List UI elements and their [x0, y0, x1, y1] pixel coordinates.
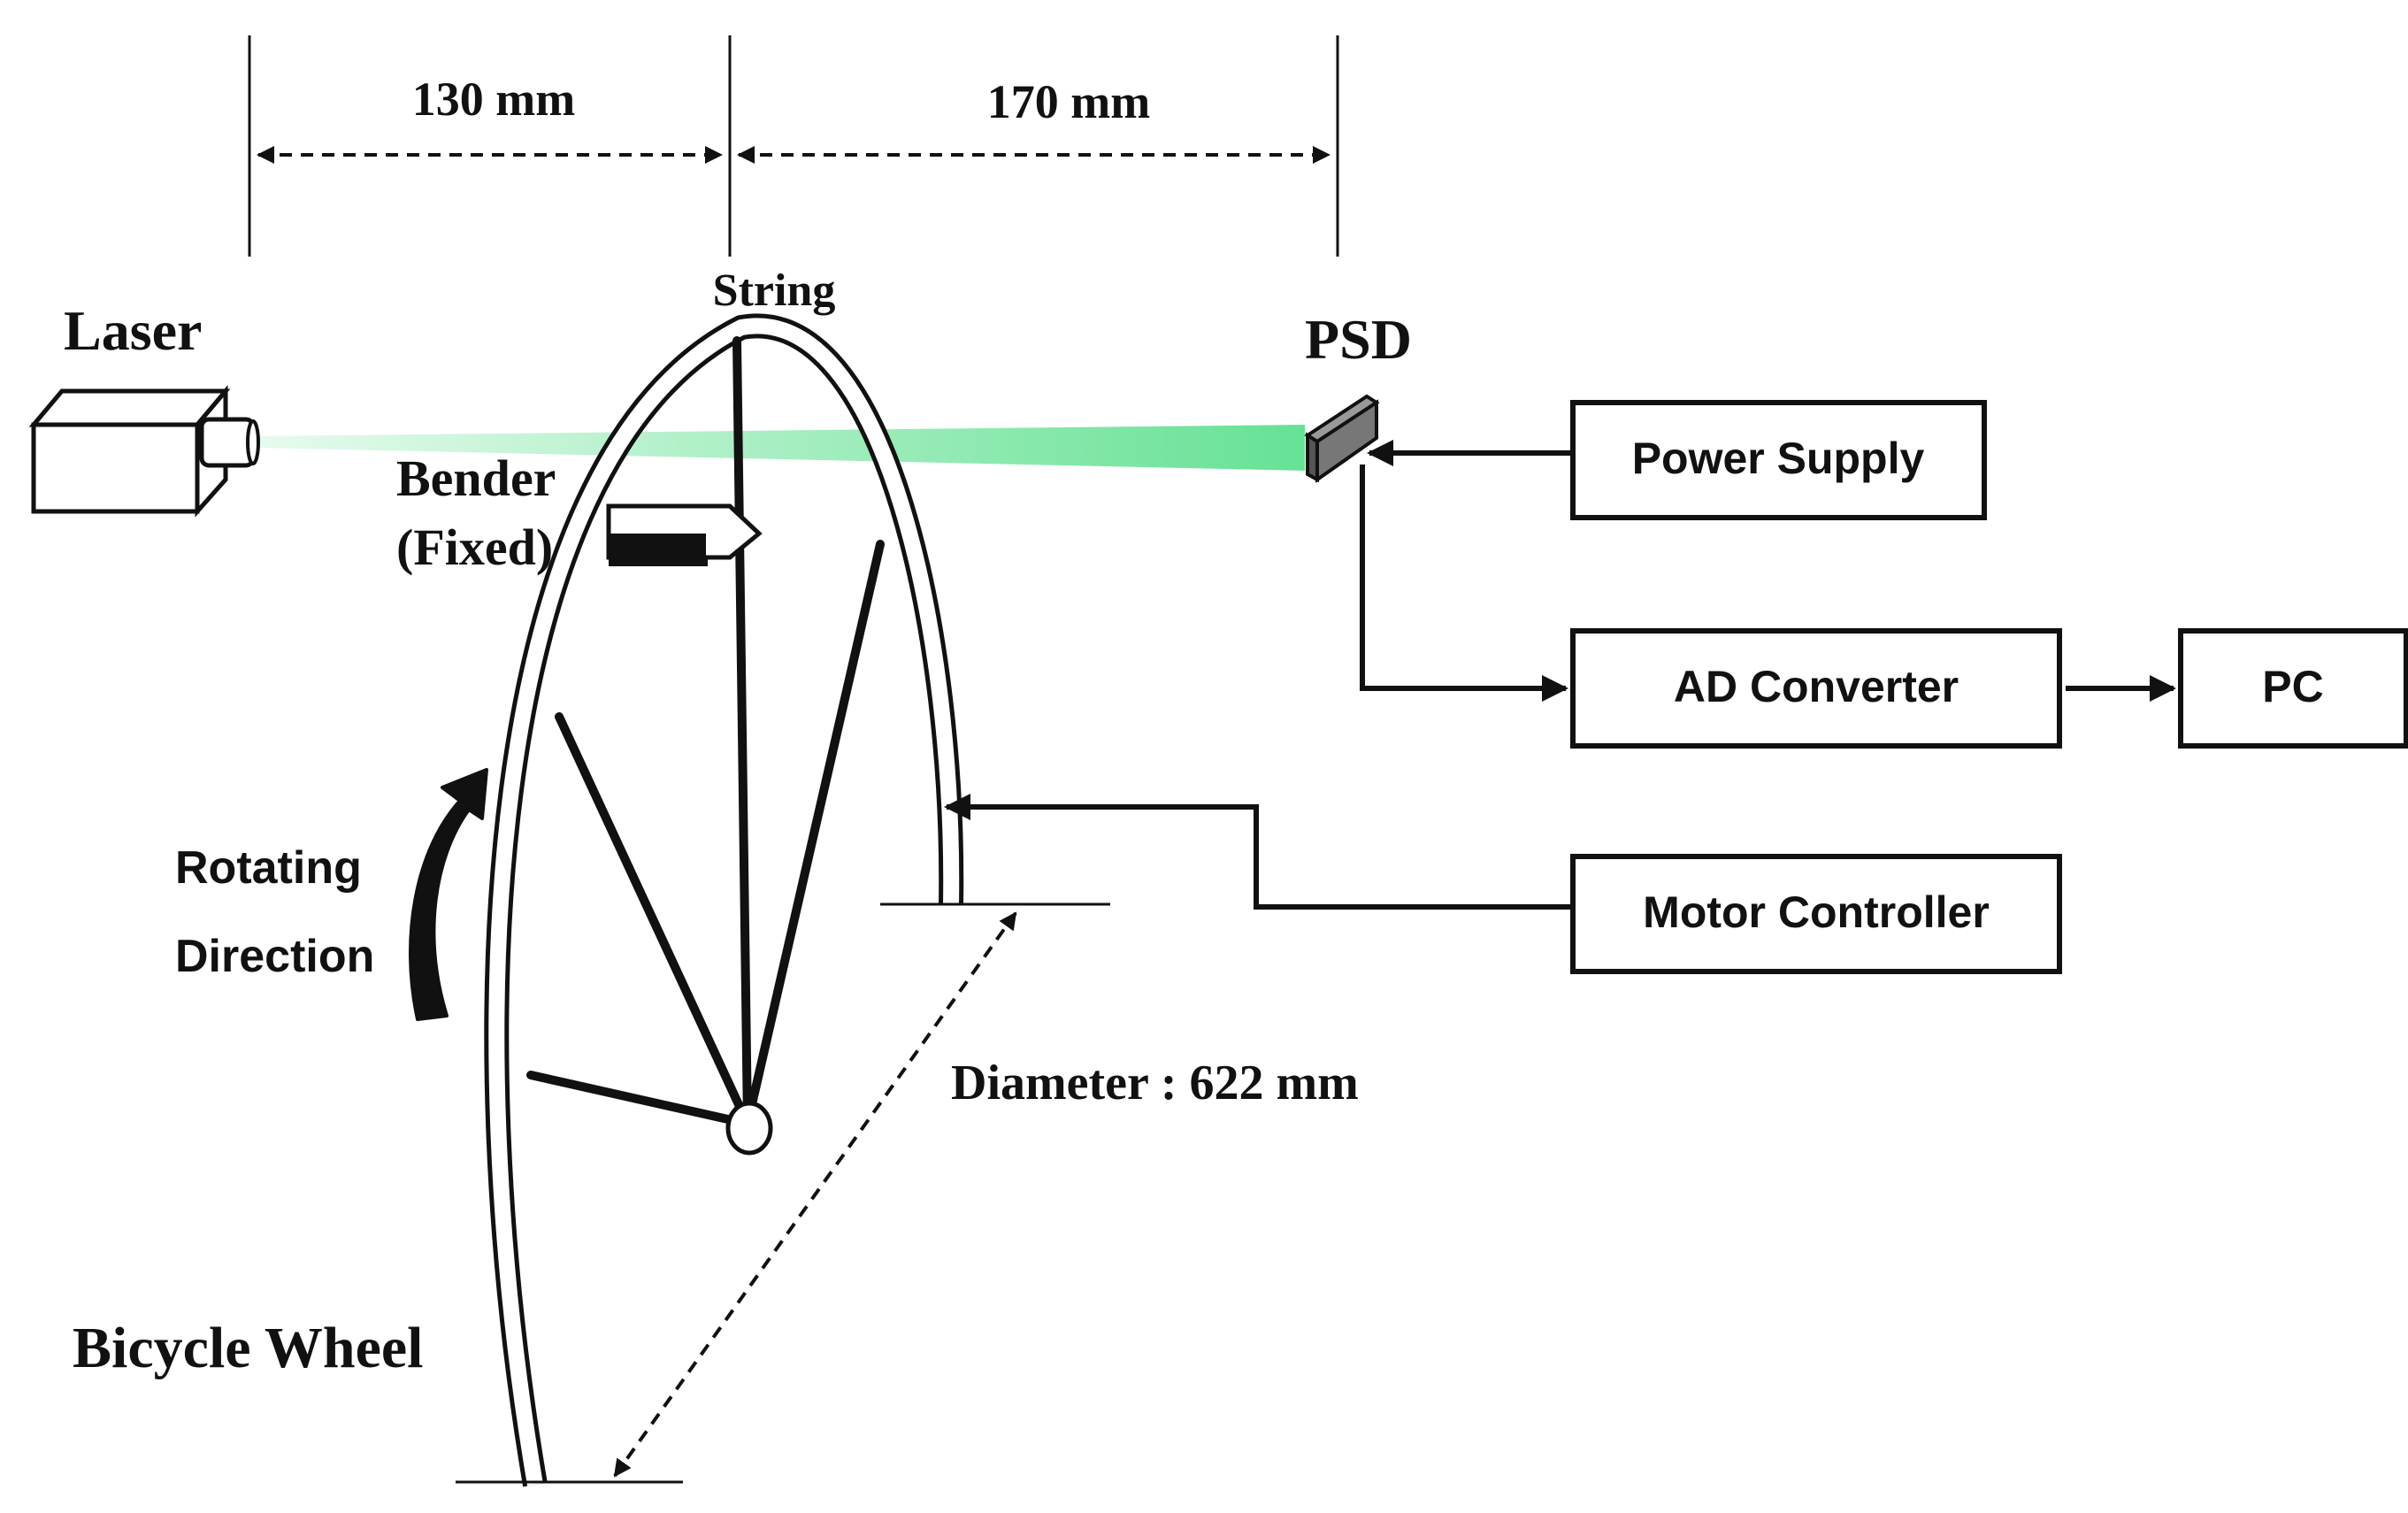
ad-converter-box — [1570, 628, 2062, 749]
bicycle-wheel-label: Bicycle Wheel — [73, 1316, 424, 1380]
wheel-hub — [725, 1101, 773, 1156]
bender-label-line1: Bender — [396, 449, 556, 507]
psd-sensor — [1304, 394, 1380, 483]
ad-converter-label: AD Converter — [1674, 662, 1959, 711]
laser-beam — [257, 425, 1305, 471]
bender-label-line2: (Fixed) — [396, 518, 553, 576]
psd-to-ad-arrow — [1360, 465, 1568, 702]
rotation-arrow-icon — [409, 768, 488, 1021]
rotating-direction-line2: Direction — [175, 931, 374, 982]
power-supply-box — [1570, 400, 1987, 520]
diameter-label: Diameter : 622 mm — [951, 1056, 1359, 1110]
spoke-left-lower — [526, 1071, 752, 1128]
bender-fixture — [606, 503, 763, 566]
spoke-right — [743, 540, 885, 1128]
rotating-direction-line1: Rotating — [175, 842, 362, 894]
diameter-arrow — [613, 911, 1017, 1478]
psd-label: PSD — [1305, 308, 1412, 371]
string-label: String — [713, 265, 836, 316]
motor-controller-label: Motor Controller — [1643, 887, 1990, 937]
spoke-left-upper — [555, 712, 752, 1128]
power-supply-label: Power Supply — [1632, 434, 1925, 483]
motor-controller-box — [1570, 854, 2062, 974]
bicycle-wheel-rim — [484, 313, 964, 1487]
dim-label-130: 130 mm — [412, 73, 575, 126]
motor-to-wheel-arrow — [944, 794, 1573, 910]
dim-label-170: 170 mm — [987, 75, 1150, 128]
pc-label: PC — [2262, 662, 2323, 711]
laser-device — [28, 385, 260, 518]
pc-box — [2178, 628, 2408, 749]
laser-label: Laser — [64, 299, 202, 362]
